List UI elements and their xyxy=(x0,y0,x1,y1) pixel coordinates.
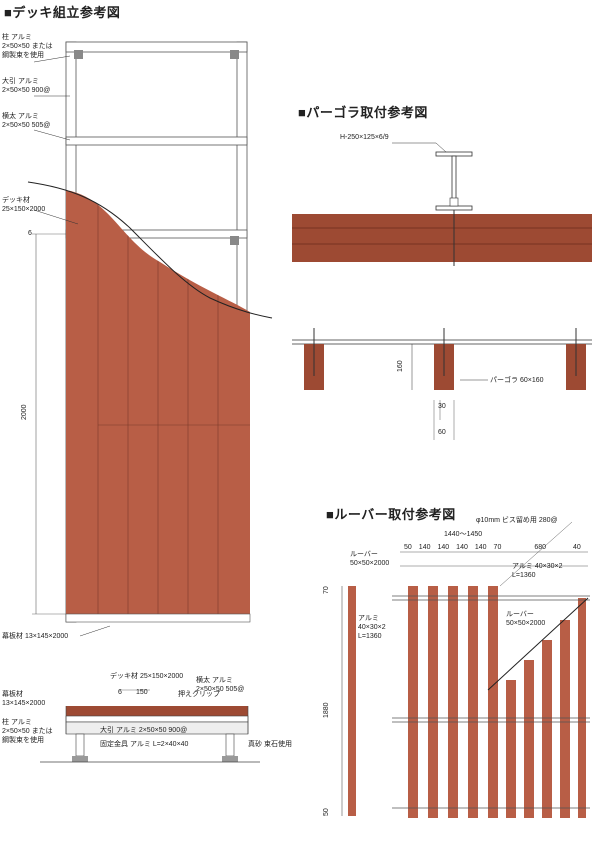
pergola-member-label: パーゴラ 60×160 xyxy=(490,377,544,384)
section-beam-label: 大引 アルミ 2×50×50 900@ xyxy=(100,727,188,734)
pergola-diagram xyxy=(292,142,592,440)
louver-height-mid: 1880 xyxy=(323,702,330,718)
pergola-hbeam-label: H-250×125×6/9 xyxy=(340,134,389,141)
deck-section-diagram xyxy=(40,689,260,763)
pergola-dim-inner-label: 30 xyxy=(438,403,446,410)
spacing-value: 70 xyxy=(493,544,502,551)
pergola-height-label: 160 xyxy=(397,360,404,372)
pergola-dim-outer-label: 60 xyxy=(438,429,446,436)
spacing-value: 50 xyxy=(404,544,412,551)
louver-diagram xyxy=(341,521,590,818)
spacing-value: 140 xyxy=(437,544,450,551)
louver-total-width: 1440～1450 xyxy=(444,531,483,538)
louver-pitch-note: φ10mm ビス留め用 280@ xyxy=(476,517,558,524)
section-bracket-label: 固定金具 アルミ L=2×40×40 xyxy=(100,741,189,748)
deck-title: ■デッキ組立参考図 xyxy=(4,5,121,20)
section-gap-label: 6 xyxy=(118,689,122,696)
deck-height-label: 2000 xyxy=(21,404,28,420)
section-deck-board-label: デッキ材 25×150×2000 xyxy=(110,673,184,680)
deck-fascia-label: 幕板材 13×145×2000 xyxy=(2,633,69,640)
section-board-width-label: 150 xyxy=(136,689,148,696)
deck-gap-label: 6 xyxy=(28,230,32,237)
deck-assembly-diagram xyxy=(27,41,273,637)
section-base-label: 真砂 束石使用 xyxy=(248,741,292,748)
louver-height-bottom: 50 xyxy=(323,808,330,816)
louver-spacing-row: 50 140 140 140 140 70 680 40 xyxy=(404,543,594,552)
pergola-title: ■パーゴラ取付参考図 xyxy=(298,105,428,120)
spacing-value: 40 xyxy=(573,544,581,551)
section-clip-label: 押えクリップ xyxy=(178,691,220,698)
spacing-value: 140 xyxy=(418,544,431,551)
spacing-value: 140 xyxy=(456,544,468,551)
spacing-value: 140 xyxy=(474,544,487,551)
spacing-value: 680 xyxy=(534,544,547,551)
louver-title: ■ルーバー取付参考図 xyxy=(326,507,456,522)
louver-height-top: 70 xyxy=(323,586,330,594)
